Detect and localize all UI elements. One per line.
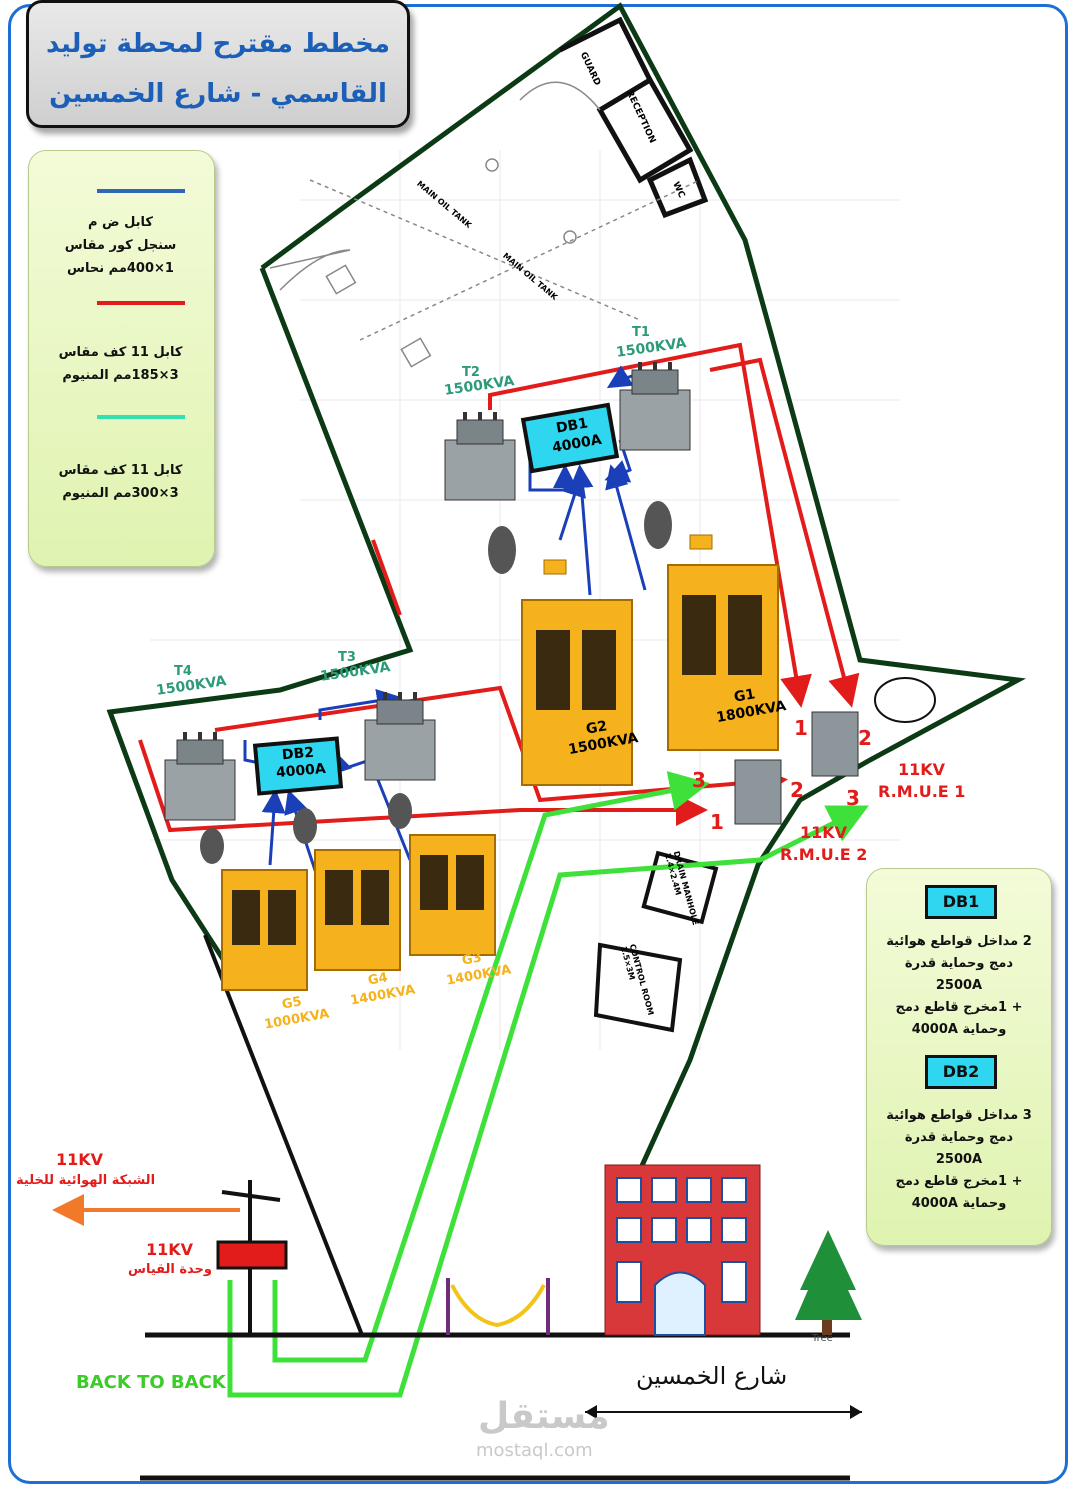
rmu1-name: R.M.U.E 1 xyxy=(878,782,966,801)
db2-tag: DB2 xyxy=(925,1055,997,1089)
back-to-back-label: BACK TO BACK xyxy=(76,1372,226,1393)
rmu2-name: R.M.U.E 2 xyxy=(780,845,868,864)
legend-swatch-hv300 xyxy=(97,415,185,419)
generator-g3 xyxy=(388,793,496,956)
guard-room xyxy=(558,16,709,219)
watermark-site: mostaql.com xyxy=(476,1440,593,1461)
t3-name: T3 xyxy=(338,650,356,665)
rmu2-port-2: 2 xyxy=(790,778,804,802)
rmu1-voltage: 11KV xyxy=(898,760,946,779)
meter-unit xyxy=(216,1240,288,1270)
transformer-t2 xyxy=(444,412,516,501)
street-name: شارع الخمسين xyxy=(636,1362,788,1390)
grid-voltage: 11KV xyxy=(56,1150,104,1169)
meter-label: وحدة القياس xyxy=(128,1262,212,1277)
watermark-logo: مستقل xyxy=(478,1396,610,1437)
t4-name: T4 xyxy=(174,664,192,679)
tree-label: Tree xyxy=(812,1333,833,1344)
db-spec-panel: DB1 2 مداخل قواطع هوائية دمج وحماية قدرة… xyxy=(866,868,1052,1246)
generator-g5 xyxy=(200,828,308,991)
legend-text-hv300: كابل 11 كف مقاس 3×300مم المنيوم xyxy=(58,463,183,501)
db1-tag: DB1 xyxy=(925,885,997,919)
generator-g4 xyxy=(293,808,401,971)
transformer-t1 xyxy=(619,362,691,451)
site-boundary xyxy=(106,2,1027,1172)
rmu-unit-1 xyxy=(811,711,859,777)
rmu2-port-1: 1 xyxy=(710,810,724,834)
transformer-t3 xyxy=(364,692,436,781)
db1-spec: 2 مداخل قواطع هوائية دمج وحماية قدرة 250… xyxy=(886,934,1032,1037)
legend-swatch-hv185 xyxy=(97,301,185,305)
db2-board xyxy=(252,736,344,796)
drain-manhole xyxy=(593,850,719,1033)
hv-cables-red xyxy=(138,342,860,833)
grid-network-label: الشبكة الهوائية للخلية xyxy=(16,1173,156,1188)
db2-spec: 3 مداخل قواطع هوائية دمج وحماية قدرة 250… xyxy=(886,1108,1032,1211)
cable-legend: كابل ض م سنجل كور مقاس 1×400مم نحاس كابل… xyxy=(28,150,215,567)
generator-g1 xyxy=(644,501,779,751)
building xyxy=(604,1164,761,1336)
site-boundary-lower xyxy=(203,934,642,1336)
title-box: مخطط مقترح لمحطة توليد القاسمي - شارع ال… xyxy=(26,0,410,128)
legend-swatch-lv xyxy=(97,189,185,193)
transformer-t4 xyxy=(164,732,236,821)
rmu1-port-1: 1 xyxy=(794,716,808,740)
legend-text-lv: كابل ض م سنجل كور مقاس 1×400مم نحاس xyxy=(64,215,177,276)
gate xyxy=(446,1278,550,1335)
rmu2-port-3: 3 xyxy=(692,768,706,792)
rmu1-port-2: 2 xyxy=(858,726,872,750)
t1-name: T1 xyxy=(632,325,650,340)
rmu1-port-3: 3 xyxy=(846,786,860,810)
legend-text-hv185: كابل 11 كف مقاس 3×185مم المنيوم xyxy=(58,345,183,383)
meter-voltage: 11KV xyxy=(146,1240,194,1259)
db1-board xyxy=(520,402,620,474)
tree xyxy=(795,1230,862,1335)
t2-name: T2 xyxy=(462,365,480,380)
page-frame xyxy=(8,4,1068,1484)
rmu-unit-2 xyxy=(734,759,782,825)
rmu2-voltage: 11KV xyxy=(800,823,848,842)
generator-g2 xyxy=(488,526,633,786)
title-line-1: مخطط مقترح لمحطة توليد xyxy=(46,29,390,59)
title-line-2: القاسمي - شارع الخمسين xyxy=(49,79,387,109)
db2-name: DB2 xyxy=(281,744,315,764)
